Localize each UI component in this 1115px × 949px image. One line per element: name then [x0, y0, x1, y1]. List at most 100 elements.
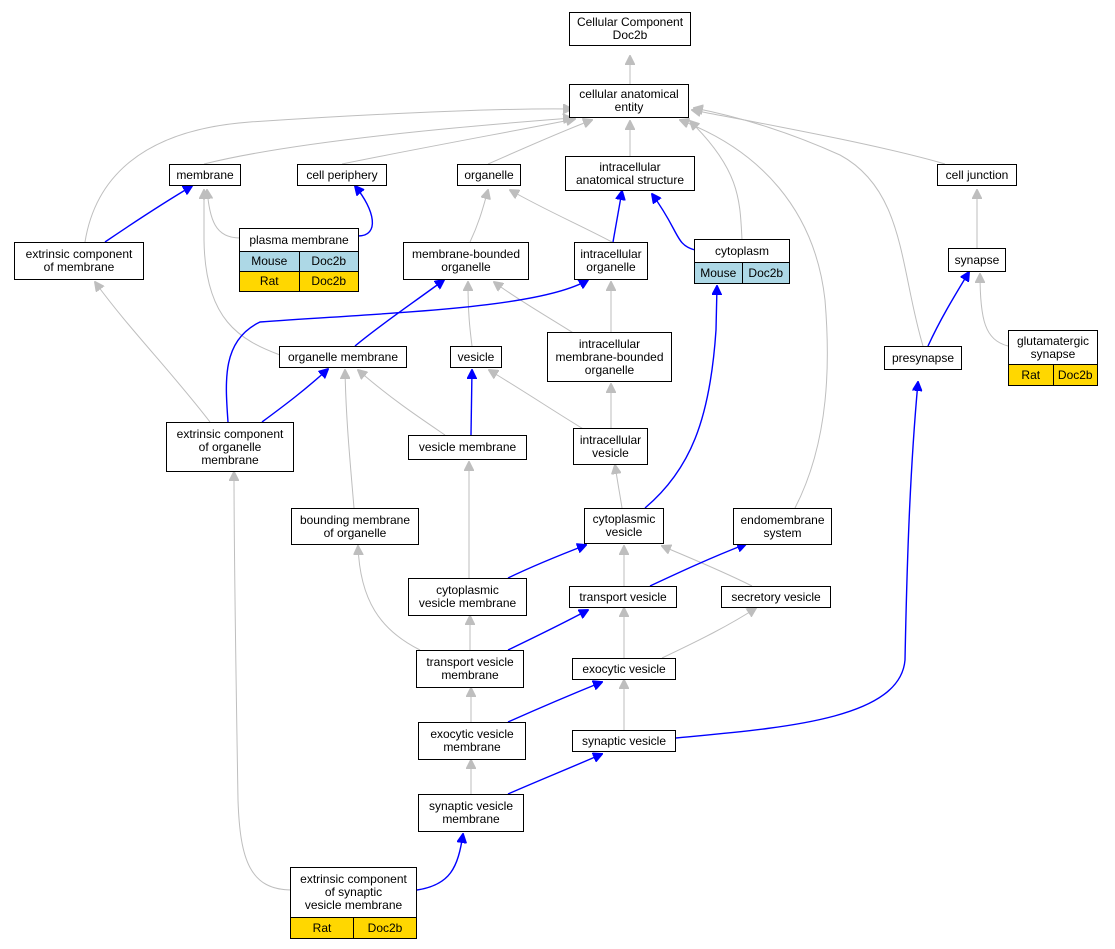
node-label: cytoplasm	[714, 243, 770, 258]
node-label: synapse	[954, 252, 1000, 267]
node-extrinsic_org[interactable]: extrinsic component of organelle membran…	[166, 422, 294, 472]
node-ev[interactable]: exocytic vesicle	[572, 658, 676, 680]
node-imbo[interactable]: intracellular membrane-bounded organelle	[547, 332, 672, 382]
edge-celljunction-cae	[692, 110, 946, 165]
edge-plasmamembrane-cellperiphery	[355, 186, 374, 237]
species-tag: Mouse	[700, 265, 737, 280]
edge-glut-synapse	[980, 274, 1009, 347]
node-label: secretory vesicle	[731, 589, 821, 604]
node-celljunction[interactable]: cell junction	[937, 164, 1017, 186]
node-ias[interactable]: intracellular anatomical structure	[565, 156, 695, 191]
edge-presynapse-cae	[694, 108, 924, 347]
node-glut[interactable]: glutamatergic synapse Rat Doc2b	[1008, 330, 1098, 386]
node-label: extrinsic component of synaptic vesicle …	[300, 872, 407, 912]
species-tag: Rat	[1021, 367, 1041, 382]
edge-orgmem-membrane	[204, 190, 281, 356]
node-label: cell junction	[945, 167, 1009, 182]
node-extrinsic_sv[interactable]: extrinsic component of synaptic vesicle …	[290, 867, 417, 939]
edge-synv-presynapse	[675, 382, 918, 739]
node-io[interactable]: intracellular organelle	[574, 242, 648, 280]
gene-tag: Doc2b	[353, 918, 416, 938]
node-organelle[interactable]: organelle	[457, 164, 521, 186]
node-tvm[interactable]: transport vesicle membrane	[416, 650, 524, 688]
edge-vesmem-orgmem	[358, 370, 446, 436]
edge-vesicle-mbo	[468, 282, 472, 347]
node-evm[interactable]: exocytic vesicle membrane	[418, 722, 526, 760]
node-label: Cellular Component Doc2b	[576, 15, 684, 42]
edge-organelle-cae	[487, 120, 592, 165]
node-label: cytoplasmic vesicle	[592, 512, 656, 539]
edge-extrinsic_mem-membrane	[104, 186, 192, 243]
edge-vesmem-vesicle	[471, 370, 472, 436]
species-tag: Mouse	[251, 254, 288, 268]
node-label: intracellular anatomical structure	[575, 159, 685, 187]
node-label: presynapse	[891, 350, 955, 365]
edge-extrinsic_org-orgmem	[261, 369, 328, 423]
node-root[interactable]: Cellular Component Doc2b	[569, 12, 691, 46]
edge-cytves-cytoplasm	[644, 286, 717, 509]
edge-imbo-mbo	[494, 282, 576, 335]
node-label: intracellular membrane-bounded organelle	[555, 336, 664, 377]
edge-cytoplasm-ias	[652, 194, 696, 251]
node-svm[interactable]: synaptic vesicle membrane	[418, 794, 524, 832]
gene-tag: Doc2b	[298, 252, 359, 271]
node-mbo[interactable]: membrane-bounded organelle	[403, 242, 529, 280]
species-tag: Rat	[259, 274, 279, 288]
edge-extrinsic_mem-cae	[84, 109, 572, 243]
edge-cytoplasm-cae	[690, 121, 743, 241]
node-cytves[interactable]: cytoplasmic vesicle	[584, 508, 664, 544]
node-tv[interactable]: transport vesicle	[569, 586, 677, 608]
node-label: endomembrane system	[740, 512, 825, 540]
node-label: membrane-bounded organelle	[411, 247, 521, 274]
node-iv[interactable]: intracellular vesicle	[573, 428, 648, 465]
node-label: intracellular organelle	[580, 247, 642, 274]
edge-presynapse-synapse	[927, 272, 969, 347]
edge-extrinsic_org-extrinsic_mem	[95, 282, 211, 423]
node-synapse[interactable]: synapse	[948, 248, 1006, 272]
node-cvm[interactable]: cytoplasmic vesicle membrane	[408, 578, 527, 616]
edge-iv-vesicle	[489, 370, 586, 431]
node-label: synaptic vesicle membrane	[428, 799, 514, 826]
species-tag: Rat	[312, 920, 332, 935]
node-synv[interactable]: synaptic vesicle	[572, 730, 676, 752]
node-cae[interactable]: cellular anatomical entity	[569, 84, 689, 118]
edge-io-ias	[612, 191, 622, 243]
edge-cvm-cytves	[507, 545, 586, 579]
edge-bmo-orgmem	[345, 370, 355, 509]
node-extrinsic_mem[interactable]: extrinsic component of membrane	[14, 242, 144, 280]
node-plasmamembrane[interactable]: plasma membrane Mouse Doc2b Rat Doc2b	[239, 228, 359, 292]
node-label: extrinsic component of organelle membran…	[176, 426, 284, 467]
node-label: exocytic vesicle membrane	[430, 727, 514, 754]
edge-ev-sv	[661, 608, 756, 659]
node-bmo[interactable]: bounding membrane of organelle	[291, 508, 419, 545]
edge-tv-endo	[649, 544, 746, 587]
node-label: organelle membrane	[287, 349, 399, 364]
node-label: synaptic vesicle	[581, 733, 667, 748]
node-label: intracellular vesicle	[579, 432, 642, 460]
annotation-row: Rat Doc2b	[291, 917, 416, 938]
edge-cytves-iv	[615, 465, 623, 509]
node-label: exocytic vesicle	[582, 661, 666, 676]
edge-extrinsic_org-io	[225, 280, 588, 423]
node-cytoplasm[interactable]: cytoplasm Mouse Doc2b	[694, 239, 790, 284]
node-membrane[interactable]: membrane	[169, 164, 241, 186]
edge-svm-synv	[507, 754, 602, 795]
node-vesicle[interactable]: vesicle	[450, 346, 502, 368]
node-cellperiphery[interactable]: cell periphery	[297, 164, 387, 186]
node-orgmem[interactable]: organelle membrane	[279, 346, 407, 368]
node-presynapse[interactable]: presynapse	[884, 346, 962, 370]
node-vesmem[interactable]: vesicle membrane	[408, 435, 527, 460]
annotation-row: Rat Doc2b	[1009, 364, 1097, 385]
annotation-row: Mouse Doc2b	[240, 251, 358, 271]
edge-cellperiphery-cae	[341, 119, 575, 165]
node-label: transport vesicle	[579, 589, 667, 604]
node-label: cell periphery	[306, 167, 378, 182]
edge-tvm-bmo	[358, 546, 421, 651]
node-endo[interactable]: endomembrane system	[733, 508, 832, 545]
edge-mbo-organelle	[469, 190, 488, 243]
node-label: vesicle	[457, 349, 495, 364]
edge-orgmem-mbo	[354, 280, 444, 347]
node-sv[interactable]: secretory vesicle	[721, 586, 831, 608]
node-label: extrinsic component of membrane	[25, 247, 133, 274]
